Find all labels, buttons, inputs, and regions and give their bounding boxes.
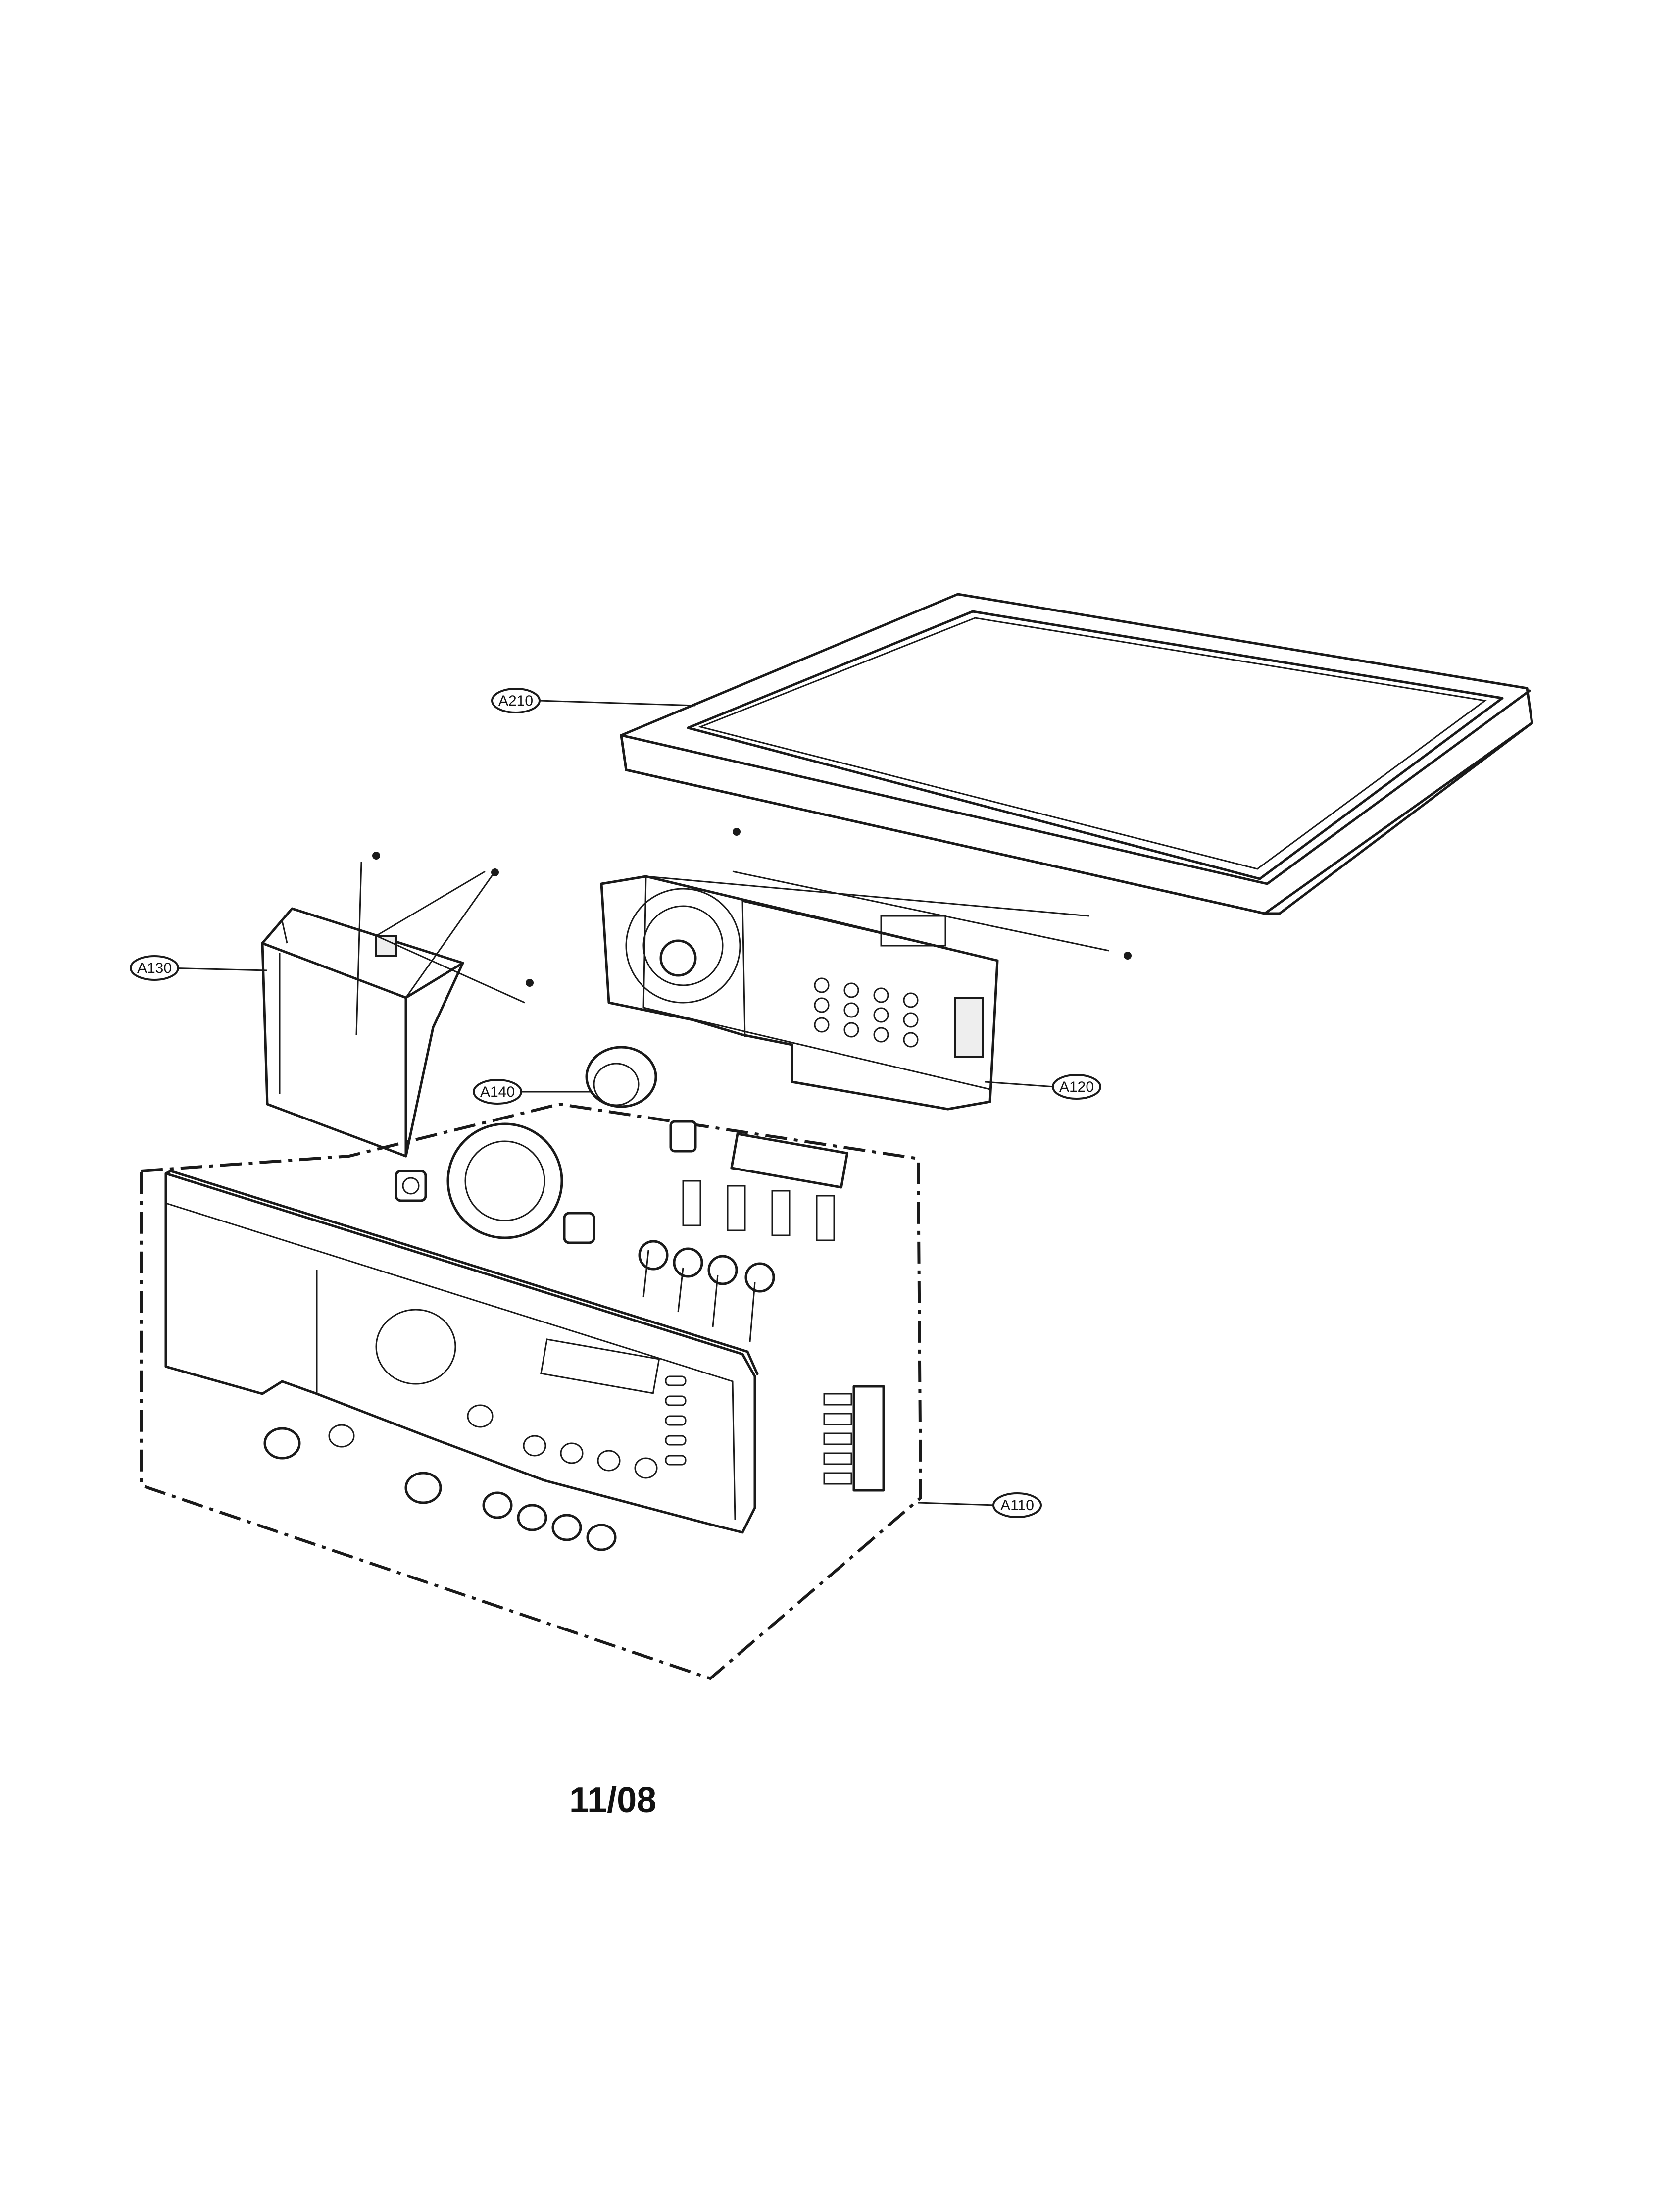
footer-date: 11/08	[569, 1780, 657, 1820]
svg-text:A210: A210	[498, 693, 533, 709]
svg-text:A140: A140	[480, 1084, 515, 1100]
svg-text:A120: A120	[1059, 1079, 1094, 1095]
callout-a140: A140	[473, 1079, 522, 1105]
control-panel-drawing	[164, 1120, 885, 1551]
cover-box-drawing	[261, 852, 534, 1158]
callout-a120: A120	[1052, 1074, 1101, 1100]
svg-text:A130: A130	[137, 960, 172, 976]
knob-drawing	[585, 1046, 657, 1108]
callout-leaders	[165, 700, 1055, 1506]
top-plate-drawing	[620, 593, 1533, 915]
control-panel-boundary	[140, 1102, 923, 1680]
pcb-assembly-drawing	[600, 828, 1132, 1111]
svg-text:A110: A110	[1000, 1497, 1034, 1514]
callout-a210: A210	[491, 688, 541, 713]
callout-a110: A110	[992, 1492, 1042, 1518]
callout-a130: A130	[130, 955, 179, 981]
